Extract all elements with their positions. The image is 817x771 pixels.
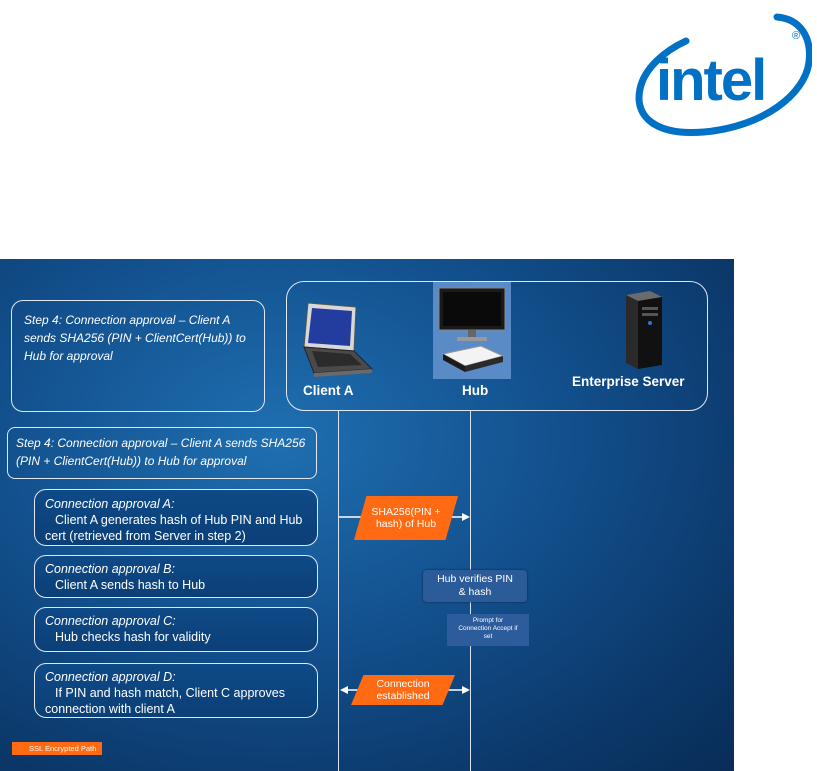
hub-icon [433, 282, 511, 379]
hub-verifies-box: Hub verifies PIN & hash [423, 570, 527, 602]
client-lifeline [338, 410, 339, 771]
logo-text: intel [656, 48, 765, 113]
step-bottom-text: Step 4: Connection approval – Client A s… [16, 436, 306, 468]
approval-c-title: Connection approval C: [45, 614, 176, 628]
legend-ssl: SSL Encrypted Path [12, 742, 102, 755]
approval-c-box: Connection approval C: Hub checks hash f… [34, 607, 318, 652]
devices-panel [286, 281, 708, 411]
established-arrowhead-right [462, 686, 470, 694]
step-top-text: Step 4: Connection approval – Client A s… [24, 313, 246, 363]
server-label: Enterprise Server [572, 374, 685, 389]
approval-a-title: Connection approval A: [45, 497, 175, 511]
step-panel-top: Step 4: Connection approval – Client A s… [11, 300, 265, 412]
approval-d-title: Connection approval D: [45, 670, 176, 684]
established-message: Connection established [351, 675, 455, 705]
intel-logo: intel ® [634, 7, 813, 139]
laptop-icon [303, 302, 374, 377]
approval-a-box: Connection approval A: Client A generate… [34, 489, 318, 546]
client-label: Client A [303, 383, 354, 398]
registered-mark: ® [792, 30, 800, 42]
server-icon [626, 291, 662, 369]
diagram-panel: Step 4: Connection approval – Client A s… [0, 259, 734, 771]
approval-a-body: Client A generates hash of Hub PIN and H… [45, 513, 303, 543]
sha-message: SHA256(PIN + hash) of Hub [354, 496, 458, 540]
approval-b-title: Connection approval B: [45, 562, 175, 576]
sha-arrowhead [462, 513, 470, 521]
hub-label: Hub [462, 383, 489, 398]
approval-b-box: Connection approval B: Client A sends ha… [34, 555, 318, 598]
established-arrowhead-left [340, 686, 348, 694]
approval-b-body: Client A sends hash to Hub [55, 578, 206, 592]
prompt-box: Prompt for Connection Accept if set [447, 614, 529, 646]
step-panel-bottom: Step 4: Connection approval – Client A s… [7, 427, 317, 479]
approval-c-body: Hub checks hash for validity [55, 630, 211, 644]
approval-d-body: If PIN and hash match, Client C approves… [45, 686, 285, 716]
approval-d-box: Connection approval D: If PIN and hash m… [34, 663, 318, 718]
